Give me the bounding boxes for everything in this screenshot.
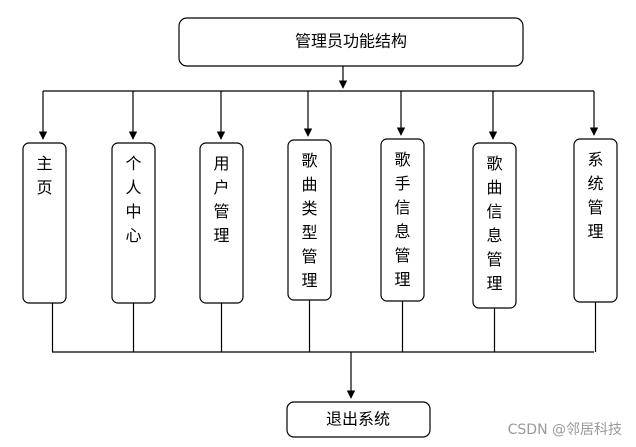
module-box-6 xyxy=(472,142,517,309)
module-label-3: 用户管理 xyxy=(213,154,229,245)
exit-label: 退出系统 xyxy=(326,410,390,429)
root-label: 管理员功能结构 xyxy=(295,32,407,51)
root-box xyxy=(178,17,524,67)
module-box-3 xyxy=(199,142,244,304)
module-group: 主页 个人中心 用户管理 歌曲类型管理 歌手信息管理 歌曲信息管理 系统管理 xyxy=(22,91,618,352)
module-label-7: 系统管理 xyxy=(587,150,603,241)
watermark: CSDN @邻居科技 xyxy=(507,422,622,438)
module-label-2: 个人中心 xyxy=(125,154,141,245)
module-label-4: 歌曲类型管理 xyxy=(301,151,317,290)
exit-box xyxy=(286,401,431,438)
module-box-1 xyxy=(22,142,67,304)
module-box-4 xyxy=(287,139,332,301)
module-label-6: 歌曲信息管理 xyxy=(486,154,502,293)
module-box-7 xyxy=(573,138,618,303)
module-box-5 xyxy=(380,138,425,302)
module-label-1: 主页 xyxy=(36,154,52,197)
module-box-2 xyxy=(111,142,156,304)
module-label-5: 歌手信息管理 xyxy=(394,150,410,289)
